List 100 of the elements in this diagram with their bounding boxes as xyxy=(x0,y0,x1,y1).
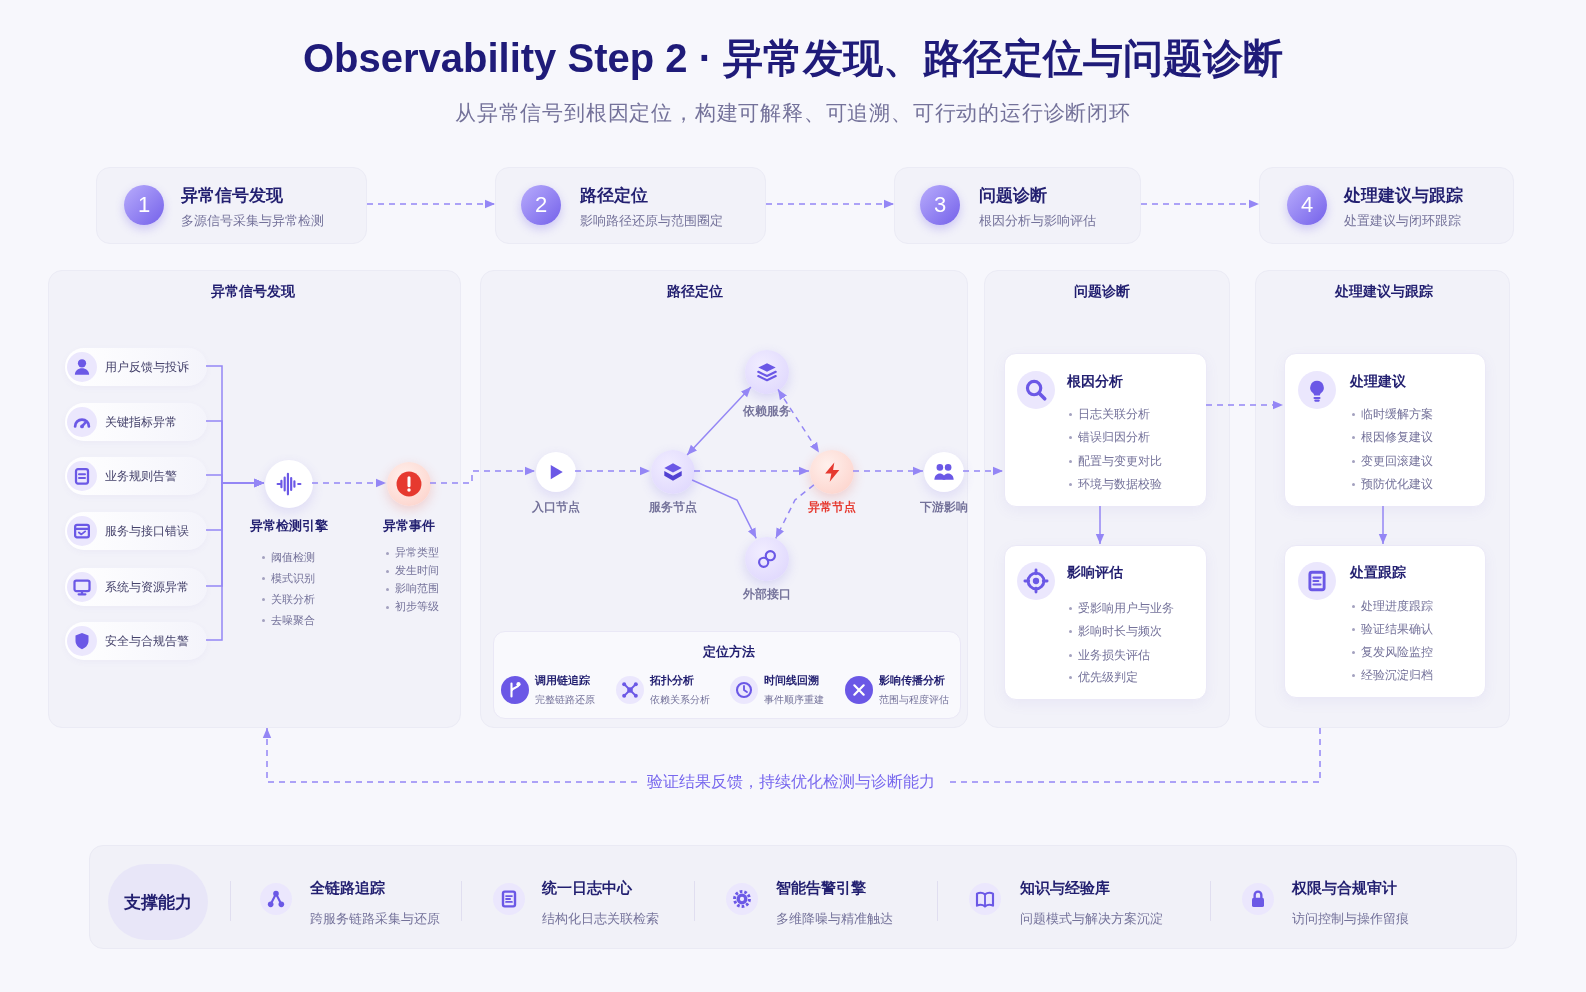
step-title: 异常信号发现 xyxy=(181,184,283,207)
source-pill xyxy=(65,568,207,606)
bullet-text: 发生时间 xyxy=(395,564,439,576)
step-card xyxy=(1259,167,1514,244)
arrow xyxy=(366,199,496,209)
arrow xyxy=(1140,199,1260,209)
support-subtitle: 问题模式与解决方案沉淀 xyxy=(1020,910,1163,928)
node-label: 异常检测引擎 xyxy=(250,517,328,535)
arrow xyxy=(962,466,1004,476)
panel xyxy=(984,270,1230,728)
step-card xyxy=(96,167,367,244)
step-number: 4 xyxy=(1287,185,1327,225)
method-title: 影响传播分析 xyxy=(879,672,945,688)
arrow xyxy=(693,466,810,476)
bullet-text: 复发风险监控 xyxy=(1361,646,1433,658)
step-number: 3 xyxy=(920,185,960,225)
step-card xyxy=(495,167,766,244)
source-pill xyxy=(65,348,207,386)
arrow xyxy=(765,199,895,209)
arrow xyxy=(1095,505,1105,545)
support-subtitle: 结构化日志关联检索 xyxy=(542,910,659,928)
source-label: 系统与资源异常 xyxy=(105,580,189,595)
node-label: 服务节点 xyxy=(649,499,697,515)
arrow xyxy=(852,466,924,476)
support-title: 统一日志中心 xyxy=(542,878,632,898)
arrow xyxy=(205,478,265,641)
bullet-text: 环境与数据校验 xyxy=(1078,478,1162,490)
support-subtitle: 多维降噪与精准触达 xyxy=(776,910,893,928)
source-label: 服务与接口错误 xyxy=(105,524,189,539)
step-title: 处理建议与跟踪 xyxy=(1344,184,1463,207)
support-subtitle: 跨服务链路采集与还原 xyxy=(310,910,440,928)
method-subtitle: 依赖关系分析 xyxy=(650,693,710,707)
bullet-text: 初步等级 xyxy=(395,600,439,612)
support-subtitle: 访问控制与操作留痕 xyxy=(1292,910,1409,928)
step-title: 问题诊断 xyxy=(979,184,1047,207)
source-pill xyxy=(65,512,207,550)
bullet-text: 业务损失评估 xyxy=(1078,649,1150,661)
bullet-text: 配置与变更对比 xyxy=(1078,455,1162,467)
bullet-text: 根因修复建议 xyxy=(1361,431,1433,443)
panel xyxy=(480,270,968,728)
card-title: 处置跟踪 xyxy=(1350,562,1406,582)
source-label: 业务规则告警 xyxy=(105,469,177,484)
bullet-text: 处理进度跟踪 xyxy=(1361,600,1433,612)
node-label: 异常事件 xyxy=(383,517,435,535)
step-subtitle: 处置建议与闭环跟踪 xyxy=(1344,212,1461,230)
step-subtitle: 多源信号采集与异常检测 xyxy=(181,212,324,230)
info-card xyxy=(1284,353,1486,507)
step-card xyxy=(894,167,1141,244)
card-title: 影响评估 xyxy=(1067,562,1123,582)
bullet-text: 日志关联分析 xyxy=(1078,408,1150,420)
panel-heading: 路径定位 xyxy=(667,281,723,301)
source-label: 安全与合规告警 xyxy=(105,634,189,649)
card-title: 处理建议 xyxy=(1350,371,1406,391)
panel-heading: 异常信号发现 xyxy=(211,281,295,301)
support-band xyxy=(89,845,1517,949)
support-title: 知识与经验库 xyxy=(1020,878,1110,898)
panel xyxy=(1255,270,1510,728)
info-card xyxy=(1004,353,1207,507)
arrow xyxy=(574,466,651,476)
info-card xyxy=(1004,545,1207,700)
node-label: 下游影响 xyxy=(920,500,968,515)
arrow xyxy=(1378,505,1388,545)
source-pill xyxy=(65,403,207,441)
bullet-text: 临时缓解方案 xyxy=(1361,408,1433,420)
page-title: Observability Step 2 · 异常发现、路径定位与问题诊断 xyxy=(302,35,1284,82)
bullet-text: 阈值检测 xyxy=(271,550,315,563)
bullet-text: 验证结果确认 xyxy=(1361,623,1433,635)
arrow xyxy=(1205,400,1284,410)
arrow xyxy=(691,479,757,540)
node-label: 外部接口 xyxy=(743,587,791,602)
method-panel xyxy=(493,631,961,719)
step-subtitle: 影响路径还原与范围圈定 xyxy=(580,212,723,230)
bullet-text: 影响时长与频次 xyxy=(1078,625,1162,637)
panel xyxy=(48,270,461,728)
bullet-text: 经验沉淀归档 xyxy=(1361,669,1433,681)
card-title: 根因分析 xyxy=(1067,371,1123,391)
bullet-text: 去噪聚合 xyxy=(271,613,315,626)
bullet-text: 变更回滚建议 xyxy=(1361,455,1433,467)
method-title: 调用链追踪 xyxy=(535,672,590,688)
page-subtitle: 从异常信号到根因定位，构建可解释、可追溯、可行动的运行诊断闭环 xyxy=(455,100,1131,126)
arrow xyxy=(775,484,815,540)
arrow xyxy=(777,388,820,454)
bullet-text: 模式识别 xyxy=(271,571,315,584)
source-pill xyxy=(65,622,207,660)
method-subtitle: 范围与程度评估 xyxy=(879,693,949,707)
panel-heading: 处理建议与跟踪 xyxy=(1335,281,1433,301)
arrow xyxy=(311,478,387,488)
info-card xyxy=(1284,545,1486,698)
support-title: 权限与合规审计 xyxy=(1292,878,1397,898)
arrow xyxy=(686,386,752,456)
source-label: 用户反馈与投诉 xyxy=(105,360,189,375)
step-number: 1 xyxy=(124,185,164,225)
method-title: 时间线回溯 xyxy=(764,672,819,688)
step-subtitle: 根因分析与影响评估 xyxy=(979,212,1096,230)
bullet-text: 错误归因分析 xyxy=(1078,431,1150,443)
bullet-text: 关联分析 xyxy=(271,592,315,605)
source-label: 关键指标异常 xyxy=(105,415,177,430)
bullet-text: 优先级判定 xyxy=(1078,671,1138,683)
method-subtitle: 完整链路还原 xyxy=(535,693,595,707)
node-label: 入口节点 xyxy=(532,499,580,515)
